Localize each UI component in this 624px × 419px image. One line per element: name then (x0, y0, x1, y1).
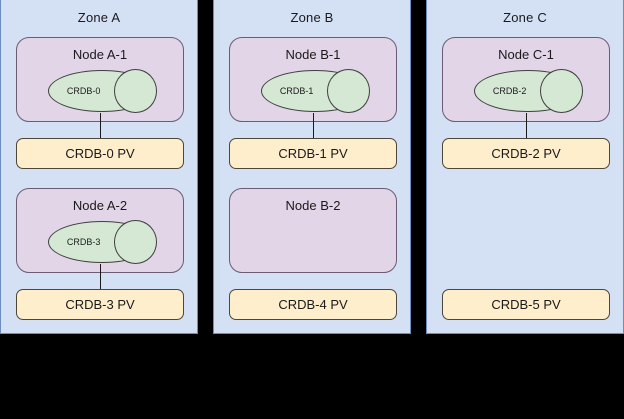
pv-crdb-1[interactable]: CRDB-1 PV (229, 138, 397, 169)
zone-c-title: Zone C (503, 10, 547, 25)
cylinder-cap-icon (539, 69, 583, 113)
cylinder-cap-icon (113, 69, 157, 113)
connector-crdb-0 (100, 113, 101, 138)
pod-crdb-0[interactable]: CRDB-0 (48, 69, 157, 113)
pod-crdb-1[interactable]: CRDB-1 (261, 69, 370, 113)
connector-crdb-3 (100, 264, 101, 289)
cylinder-cap-icon (326, 69, 370, 113)
node-b-2-title: Node B-2 (285, 198, 341, 213)
pv-crdb-1-label: CRDB-1 PV (278, 146, 348, 161)
node-c-1-title: Node C-1 (498, 47, 554, 62)
pv-crdb-3[interactable]: CRDB-3 PV (16, 289, 184, 320)
node-b-1-title: Node B-1 (285, 47, 341, 62)
pv-crdb-2-label: CRDB-2 PV (491, 146, 561, 161)
pod-crdb-0-label: CRDB-0 (66, 86, 101, 96)
node-a-1-title: Node A-1 (72, 47, 128, 62)
pv-crdb-5[interactable]: CRDB-5 PV (442, 289, 610, 320)
pod-crdb-2-label: CRDB-2 (492, 86, 527, 96)
zone-b-title: Zone B (290, 10, 334, 25)
pv-crdb-4[interactable]: CRDB-4 PV (229, 289, 397, 320)
pv-crdb-0-label: CRDB-0 PV (65, 146, 135, 161)
cylinder-cap-icon (113, 220, 157, 264)
zone-c-container: Zone C Node C-1 CRDB-2 CRDB-2 PV CRDB-5 … (426, 0, 624, 334)
pv-crdb-4-label: CRDB-4 PV (278, 297, 348, 312)
node-a-1[interactable]: Node A-1 CRDB-0 (16, 37, 184, 122)
node-b-2[interactable]: Node B-2 (229, 188, 397, 273)
node-b-1[interactable]: Node B-1 CRDB-1 (229, 37, 397, 122)
pod-crdb-2[interactable]: CRDB-2 (474, 69, 583, 113)
node-c-1[interactable]: Node C-1 CRDB-2 (442, 37, 610, 122)
pv-crdb-2[interactable]: CRDB-2 PV (442, 138, 610, 169)
pod-crdb-1-label: CRDB-1 (279, 86, 314, 96)
connector-crdb-1 (313, 113, 314, 138)
node-a-2[interactable]: Node A-2 CRDB-3 (16, 188, 184, 273)
zone-b-container: Zone B Node B-1 CRDB-1 CRDB-1 PV Node B-… (213, 0, 411, 334)
zone-a-container: Zone A Node A-1 CRDB-0 CRDB-0 PV Node A-… (0, 0, 198, 334)
pod-crdb-3[interactable]: CRDB-3 (48, 220, 157, 264)
connector-crdb-2 (526, 113, 527, 138)
pv-crdb-0[interactable]: CRDB-0 PV (16, 138, 184, 169)
pv-crdb-5-label: CRDB-5 PV (491, 297, 561, 312)
node-a-2-title: Node A-2 (72, 198, 128, 213)
zone-a-title: Zone A (77, 10, 121, 25)
pv-crdb-3-label: CRDB-3 PV (65, 297, 135, 312)
pod-crdb-3-label: CRDB-3 (66, 237, 101, 247)
